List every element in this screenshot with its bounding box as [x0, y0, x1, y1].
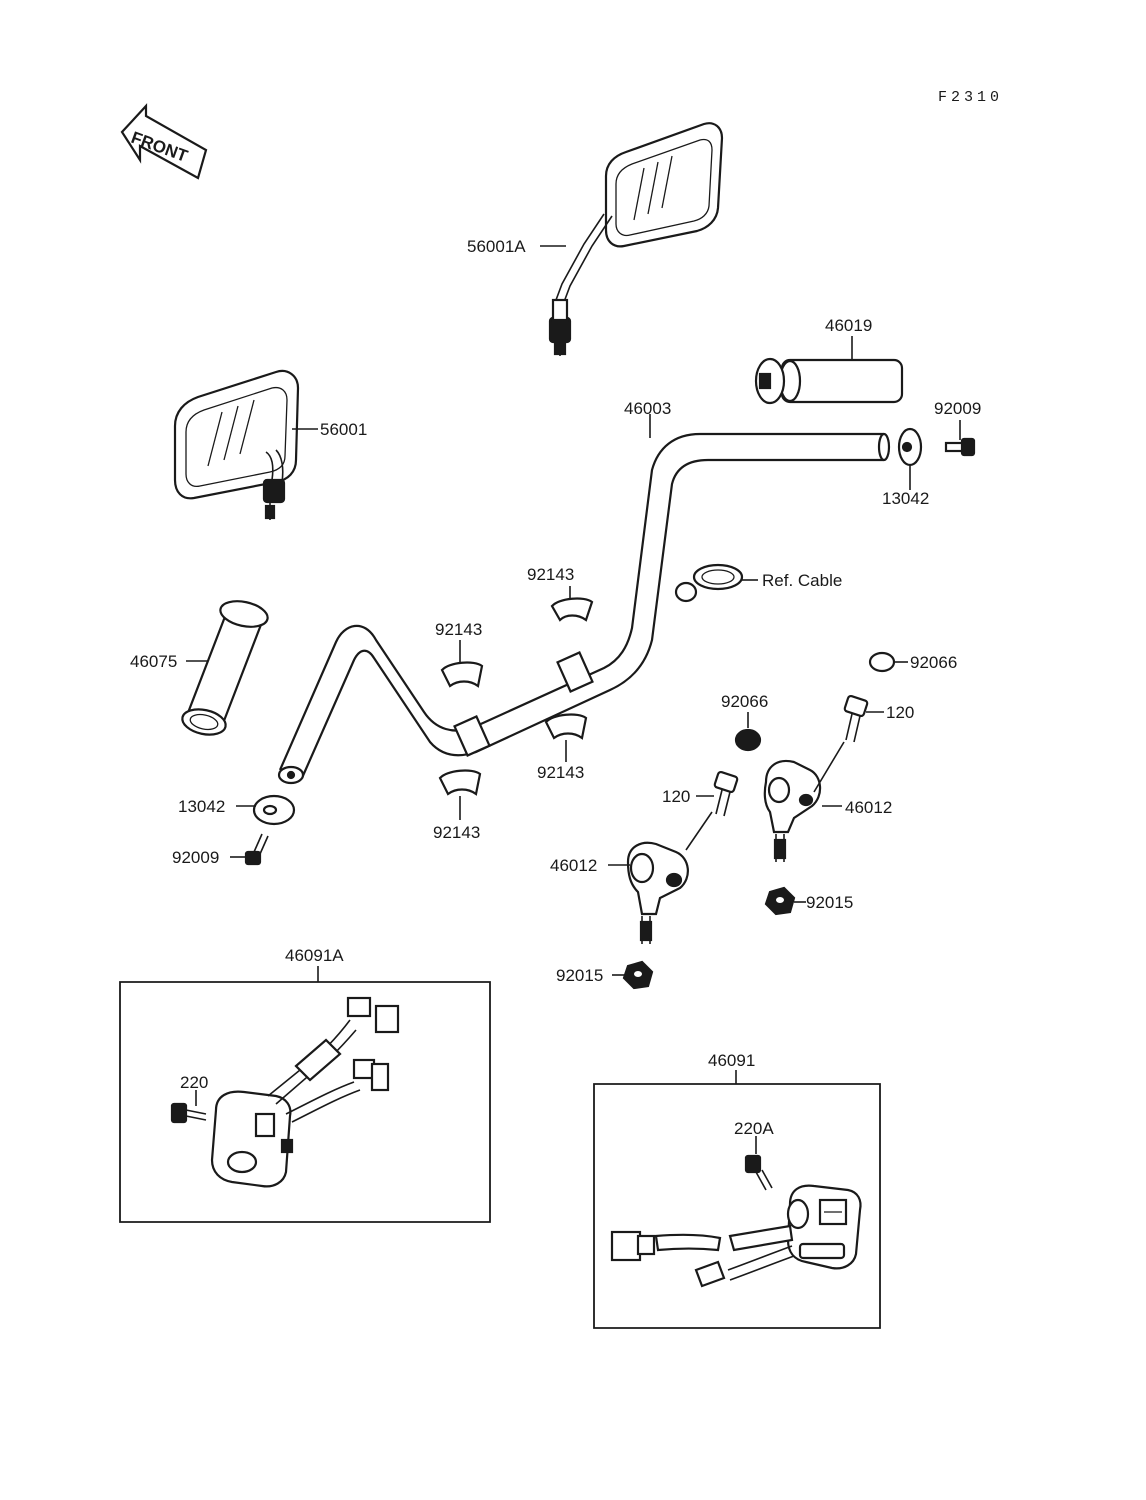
- label-13042-left: 13042: [178, 797, 225, 816]
- end-weight-right: [897, 427, 923, 467]
- switch-right-box: [593, 1083, 881, 1329]
- mirror-left: [173, 369, 300, 520]
- label-120-left: 120: [662, 787, 690, 806]
- label-46012-right: 46012: [845, 798, 892, 817]
- handlebar: [277, 432, 891, 785]
- label-56001: 56001: [320, 420, 367, 439]
- label-92143-upper: 92143: [527, 565, 574, 584]
- bolt-right-end: [944, 437, 976, 457]
- label-92066-center: 92066: [721, 692, 768, 711]
- mirror-right: [548, 122, 724, 356]
- bolt-left-end: [244, 833, 269, 866]
- label-46019: 46019: [825, 316, 872, 335]
- label-92015-right: 92015: [806, 893, 853, 912]
- label-46075: 46075: [130, 652, 177, 671]
- switch-wiring-right: [610, 1224, 795, 1288]
- label-92143-lower-left: 92143: [433, 823, 480, 842]
- label-46091: 46091: [708, 1051, 755, 1070]
- label-46003: 46003: [624, 399, 671, 418]
- grip-left: [181, 600, 269, 736]
- label-220: 220: [180, 1073, 208, 1092]
- label-46091A: 46091A: [285, 946, 344, 965]
- switch-wiring-left: [267, 996, 400, 1123]
- cap-center: [734, 728, 762, 752]
- label-92009-left: 92009: [172, 848, 219, 867]
- label-92015-left: 92015: [556, 966, 603, 985]
- collar-lower-left: [438, 769, 482, 796]
- bolt-120-right: [843, 694, 869, 743]
- nut-right: [764, 886, 796, 916]
- label-92143-mid-left: 92143: [435, 620, 482, 639]
- end-weight-left: [252, 794, 296, 826]
- switch-left-box: [119, 981, 491, 1223]
- holder-right: [763, 759, 822, 862]
- bolt-120-left: [713, 770, 739, 817]
- screw-220a: [744, 1154, 773, 1191]
- holder-left: [626, 841, 689, 944]
- cap-right: [868, 651, 896, 673]
- label-220A: 220A: [734, 1119, 774, 1138]
- switch-housing-right: [786, 1184, 862, 1270]
- collar-mid-left: [440, 661, 484, 688]
- label-92066-right: 92066: [910, 653, 957, 672]
- label-120-right: 120: [886, 703, 914, 722]
- label-13042-right: 13042: [882, 489, 929, 508]
- nut-left: [622, 960, 654, 990]
- cable-clamp: [674, 563, 744, 603]
- front-arrow-icon: FRONT: [120, 103, 208, 180]
- throttle-grip: [754, 357, 904, 405]
- collar-upper: [550, 597, 594, 622]
- screw-220: [170, 1102, 207, 1124]
- collar-lower-right: [544, 713, 588, 740]
- figure-code: F2310: [938, 89, 1003, 106]
- label-56001A: 56001A: [467, 237, 526, 256]
- label-92009-right: 92009: [934, 399, 981, 418]
- label-46012-left: 46012: [550, 856, 597, 875]
- label-ref-cable: Ref. Cable: [762, 571, 842, 590]
- switch-housing-left: [210, 1090, 294, 1188]
- label-92143-lower-right: 92143: [537, 763, 584, 782]
